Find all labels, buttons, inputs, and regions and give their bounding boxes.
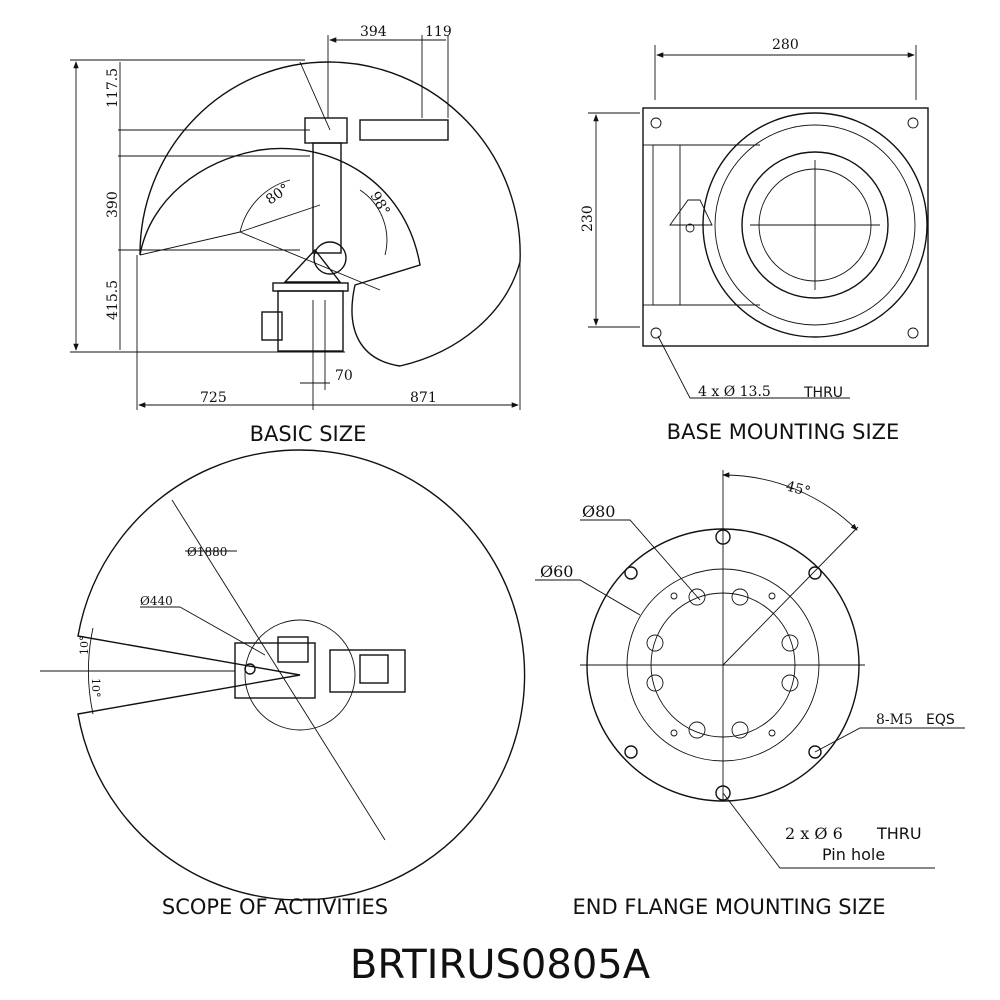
dia-1880: Ø1880 <box>187 545 227 559</box>
flange-holes <box>624 529 822 801</box>
angle-10-top: 10° <box>78 636 91 656</box>
thread-holes <box>646 588 799 739</box>
dim-119: 119 <box>425 24 452 40</box>
dim-871: 871 <box>410 390 437 406</box>
dim-725: 725 <box>200 390 227 406</box>
caption-scope: SCOPE OF ACTIVITIES <box>162 895 388 919</box>
angle-98: 98° <box>367 189 393 219</box>
basic-size-view: 394 119 117.5 390 415.5 725 871 70 80° 9… <box>70 24 521 446</box>
pin-label: 2 x Ø 6 <box>785 824 843 843</box>
caption-basic-size: BASIC SIZE <box>250 422 367 446</box>
holes-label: 4 x Ø 13.5 <box>698 384 771 400</box>
dim-70: 70 <box>335 368 353 384</box>
angle-80: 80° <box>263 181 293 208</box>
angle-10-bottom: 10° <box>89 678 102 698</box>
dim-415-5: 415.5 <box>105 280 121 320</box>
scope-view: Ø1880 Ø440 10° 10° SCOPE OF ACTIVITIES <box>40 449 526 919</box>
thread-suffix: EQS <box>926 712 955 728</box>
holes-suffix: THRU <box>803 385 843 401</box>
workspace-hatch <box>139 61 521 367</box>
dim-280: 280 <box>772 37 799 53</box>
angle-45: 45° <box>784 478 812 500</box>
thread-label: 8-M5 <box>876 712 913 728</box>
end-flange-view: 45° Ø80 Ø60 8-M5 EQS 2 x Ø 6 THRU Pin ho… <box>535 470 965 919</box>
robot-top <box>234 636 406 699</box>
reach-area-hatch <box>77 449 526 901</box>
dim-117-5: 117.5 <box>105 68 121 108</box>
caption-base-mounting: BASE MOUNTING SIZE <box>667 420 900 444</box>
pin-note: Pin hole <box>822 845 885 864</box>
dim-230: 230 <box>580 205 596 232</box>
caption-end-flange: END FLANGE MOUNTING SIZE <box>573 895 886 919</box>
mounting-holes <box>650 117 919 339</box>
base-mounting-view: 280 230 4 x Ø 13.5 THRU BASE MOUNTING SI… <box>580 37 929 444</box>
dia-60: Ø60 <box>540 562 573 581</box>
dimension-lines <box>70 35 521 410</box>
model-title: BRTIRUS0805A <box>350 942 651 988</box>
dia-80: Ø80 <box>582 502 615 521</box>
pin-suffix: THRU <box>876 824 922 843</box>
dia-440: Ø440 <box>140 594 173 608</box>
dim-394: 394 <box>360 24 387 40</box>
dim-390: 390 <box>105 191 121 218</box>
robot-side <box>261 117 449 352</box>
